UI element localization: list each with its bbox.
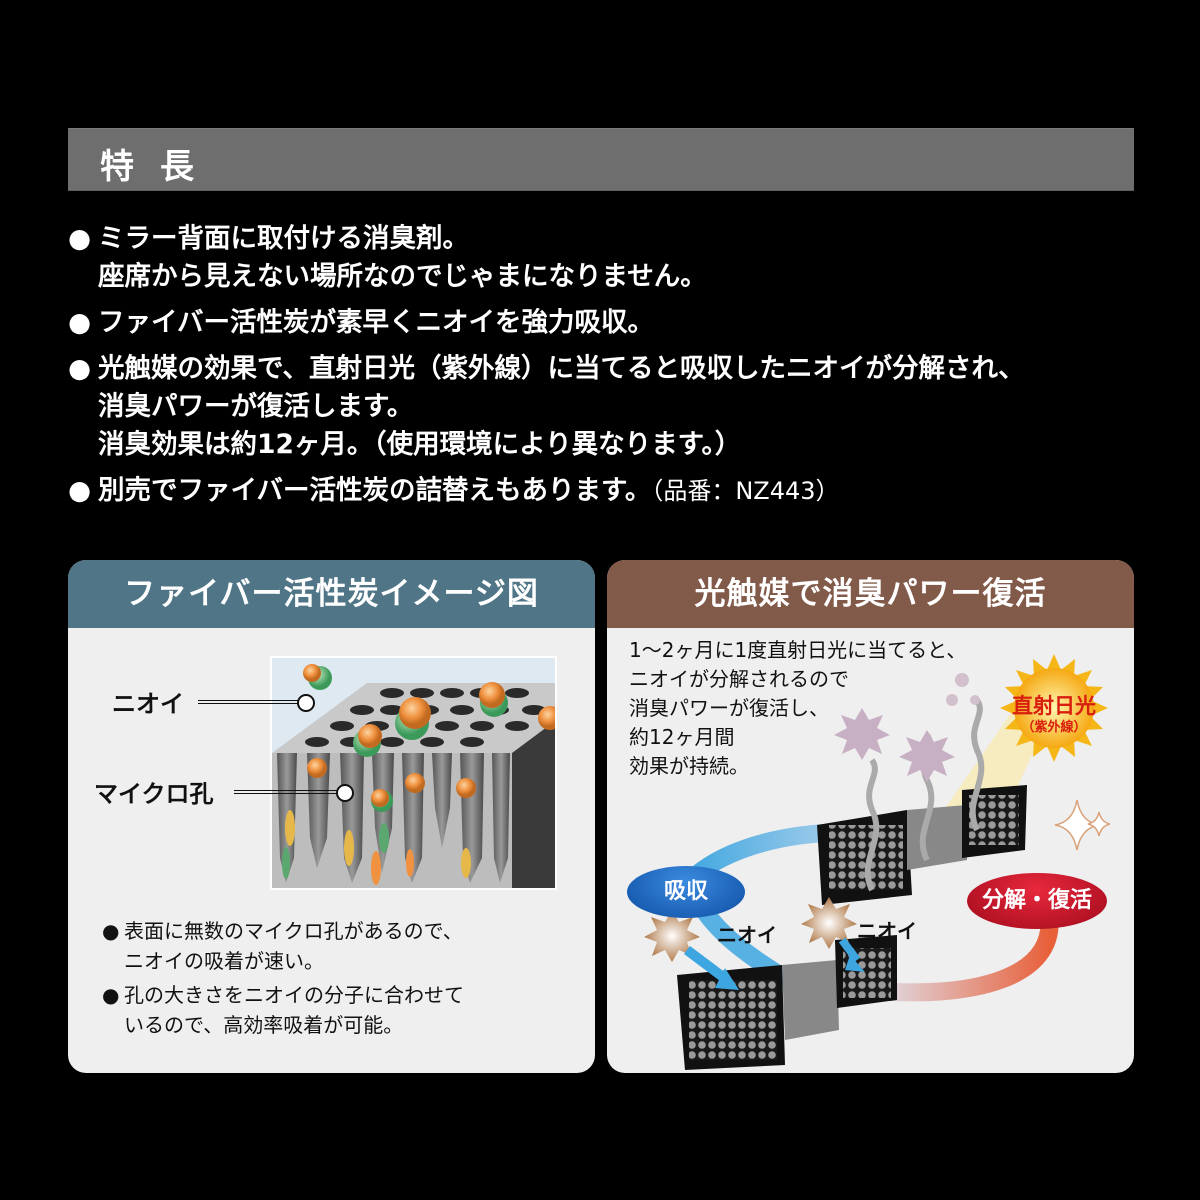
uv-label: （紫外線） [1021, 720, 1087, 735]
odor-label: ニオイ [717, 923, 777, 947]
sunlight-label: 直射日光 [1012, 694, 1096, 718]
description-line: 約12ヶ月間 [629, 725, 735, 749]
micropore-callout-label: マイクロ孔 [94, 780, 214, 808]
activated-carbon-illustration [270, 656, 557, 890]
photocatalyst-panel: 光触媒で消臭パワー復活 1〜2ヶ月に1度直射日光に当てると、 ニオイが分解される… [607, 560, 1134, 1073]
bullet-icon: ● [68, 307, 92, 338]
description-line: 1〜2ヶ月に1度直射日光に当てると、 [629, 638, 967, 662]
odor-callout-label: ニオイ [112, 690, 184, 718]
feature-line: 消臭パワーが復活します。 [98, 391, 414, 422]
bullet-icon: ● [68, 353, 92, 384]
photocatalyst-description: 1〜2ヶ月に1度直射日光に当てると、 ニオイが分解されるので 消臭パワーが復活し… [629, 636, 966, 781]
bullet-icon: ● [102, 983, 120, 1007]
features-title: 特長 [100, 147, 220, 187]
bullet-icon: ● [68, 223, 92, 254]
feature-line: 別売でファイバー活性炭の詰替えもあります。 [98, 475, 652, 506]
feature-item: ● 別売でファイバー活性炭の詰替えもあります。（品番：NZ443） [68, 472, 1168, 510]
carbon-image-panel: ファイバー活性炭イメージ図 [68, 560, 595, 1073]
carbon-pores-illustration [272, 664, 555, 888]
feature-line: ファイバー活性炭が素早くニオイを強力吸収。 [98, 307, 654, 338]
feature-line: 座席から見えない場所なのでじゃまになりません。 [98, 261, 707, 292]
feature-item: ● ミラー背面に取付ける消臭剤。 座席から見えない場所なのでじゃまになりません。 [68, 220, 1168, 296]
callout-dot-icon [297, 694, 315, 712]
feature-line: ミラー背面に取付ける消臭剤。 [98, 223, 469, 254]
description-line: ニオイが分解されるので [629, 667, 849, 691]
feature-item: ● ファイバー活性炭が素早くニオイを強力吸収。 [68, 304, 1168, 342]
note-item: ● 孔の大きさをニオイの分子に合わせて いるので、高効率吸着が可能。 [102, 980, 464, 1040]
callout-line [234, 790, 340, 794]
part-number: （品番：NZ443） [651, 477, 840, 505]
note-item: ● 表面に無数のマイクロ孔があるので、 ニオイの吸着が速い。 [102, 916, 464, 976]
feature-line: 光触媒の効果で、直射日光（紫外線）に当てると吸収したニオイが分解され、 [98, 353, 1025, 384]
carbon-notes: ● 表面に無数のマイクロ孔があるので、 ニオイの吸着が速い。 ● 孔の大きさをニ… [102, 916, 464, 1044]
absorb-badge: 吸収 [627, 866, 745, 918]
deodorizer-cycle-illustration [644, 673, 1111, 1070]
feature-item: ● 光触媒の効果で、直射日光（紫外線）に当てると吸収したニオイが分解され、 消臭… [68, 350, 1168, 464]
panel-title: 光触媒で消臭パワー復活 [607, 560, 1134, 628]
panel-title: ファイバー活性炭イメージ図 [68, 560, 595, 628]
description-line: 効果が持続。 [629, 754, 749, 778]
odor-label: ニオイ [857, 919, 917, 943]
note-line: 表面に無数のマイクロ孔があるので、 [124, 919, 463, 943]
sunlight-icon: 直射日光 （紫外線） [1000, 654, 1108, 762]
sun-icon [1000, 654, 1108, 762]
note-line: いるので、高効率吸着が可能。 [124, 1013, 404, 1037]
feature-list: ● ミラー背面に取付ける消臭剤。 座席から見えない場所なのでじゃまになりません。… [68, 220, 1168, 518]
callout-dot-icon [336, 784, 354, 802]
features-header-bar: 特長 [68, 128, 1134, 191]
description-line: 消臭パワーが復活し、 [629, 696, 829, 720]
bullet-icon: ● [102, 919, 120, 943]
note-line: 孔の大きさをニオイの分子に合わせて [124, 983, 464, 1007]
decompose-restore-badge: 分解・復活 [967, 873, 1107, 929]
note-line: ニオイの吸着が速い。 [124, 949, 324, 973]
bullet-icon: ● [68, 475, 92, 506]
feature-line: 消臭効果は約12ヶ月。（使用環境により異なります。） [98, 429, 742, 460]
callout-line [198, 700, 300, 704]
